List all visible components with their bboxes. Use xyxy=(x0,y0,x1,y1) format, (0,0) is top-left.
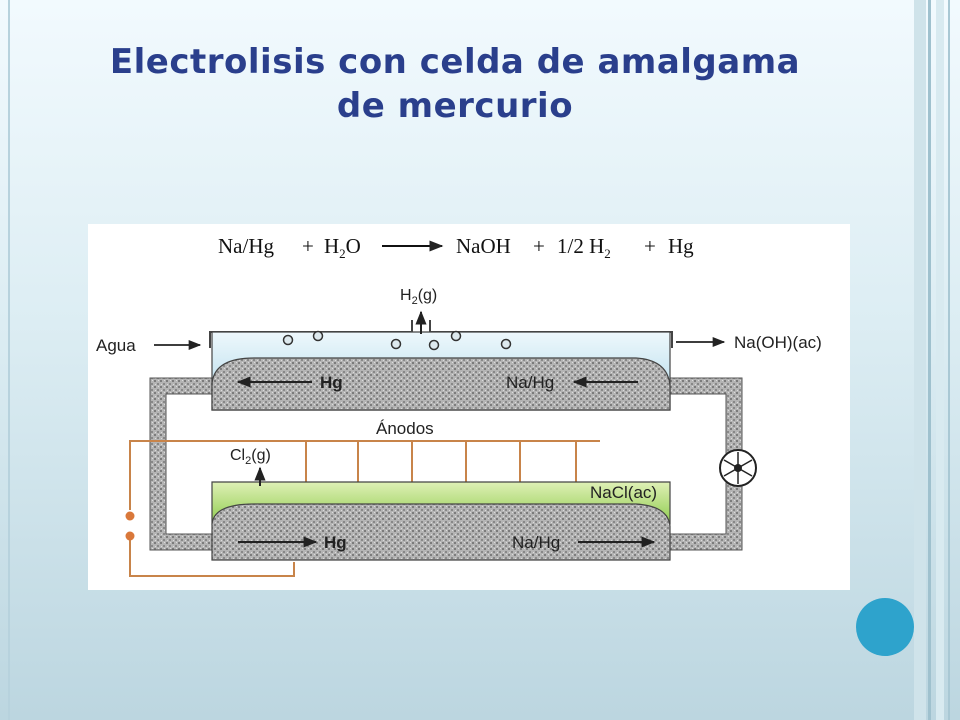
water-inlet-label: Agua xyxy=(96,336,136,355)
eq-plus-3: + xyxy=(644,234,656,258)
lower-hg-label: Hg xyxy=(324,533,347,552)
right-decorative-bars xyxy=(914,0,960,720)
hydrogen-bubbles xyxy=(282,330,512,351)
naoh-outlet-label: Na(OH)(ac) xyxy=(734,333,822,352)
reaction-equation: Na/Hg + H2O NaOH + 1/2 H2 + Hg xyxy=(218,234,694,261)
title-line-2: de mercurio xyxy=(336,86,574,126)
accent-circle xyxy=(856,598,914,656)
eq-product-1: NaOH xyxy=(456,234,511,258)
power-circuit-wire xyxy=(129,440,295,577)
lower-amalgam-layer xyxy=(211,503,671,561)
page-title: Electrolisis con celda de amalgama de me… xyxy=(60,40,850,128)
h2-gas-label: H2(g) xyxy=(400,287,437,307)
pump-icon xyxy=(719,449,757,487)
terminal-positive xyxy=(125,511,135,521)
anodes-label: Ánodos xyxy=(376,419,434,438)
cl2-gas-label: Cl2(g) xyxy=(230,447,271,467)
eq-reactant-2: H2O xyxy=(324,234,361,261)
eq-product-3: Hg xyxy=(668,234,694,258)
eq-reactant-1: Na/Hg xyxy=(218,234,274,258)
upper-hg-label: Hg xyxy=(320,373,343,392)
eq-plus-2: + xyxy=(533,234,545,258)
terminal-negative xyxy=(125,531,135,541)
nacl-label: NaCl(ac) xyxy=(590,483,657,502)
electrolysis-cell-diagram: Na/Hg + H2O NaOH + 1/2 H2 + Hg H2(g) Agu… xyxy=(88,224,850,590)
eq-product-2: 1/2 H2 xyxy=(557,234,611,261)
upper-nahg-label: Na/Hg xyxy=(506,373,554,392)
title-line-1: Electrolisis con celda de amalgama xyxy=(109,42,801,82)
lower-nahg-label: Na/Hg xyxy=(512,533,560,552)
eq-plus-1: + xyxy=(302,234,314,258)
upper-amalgam-layer xyxy=(211,357,671,411)
left-border-rule xyxy=(8,0,10,720)
